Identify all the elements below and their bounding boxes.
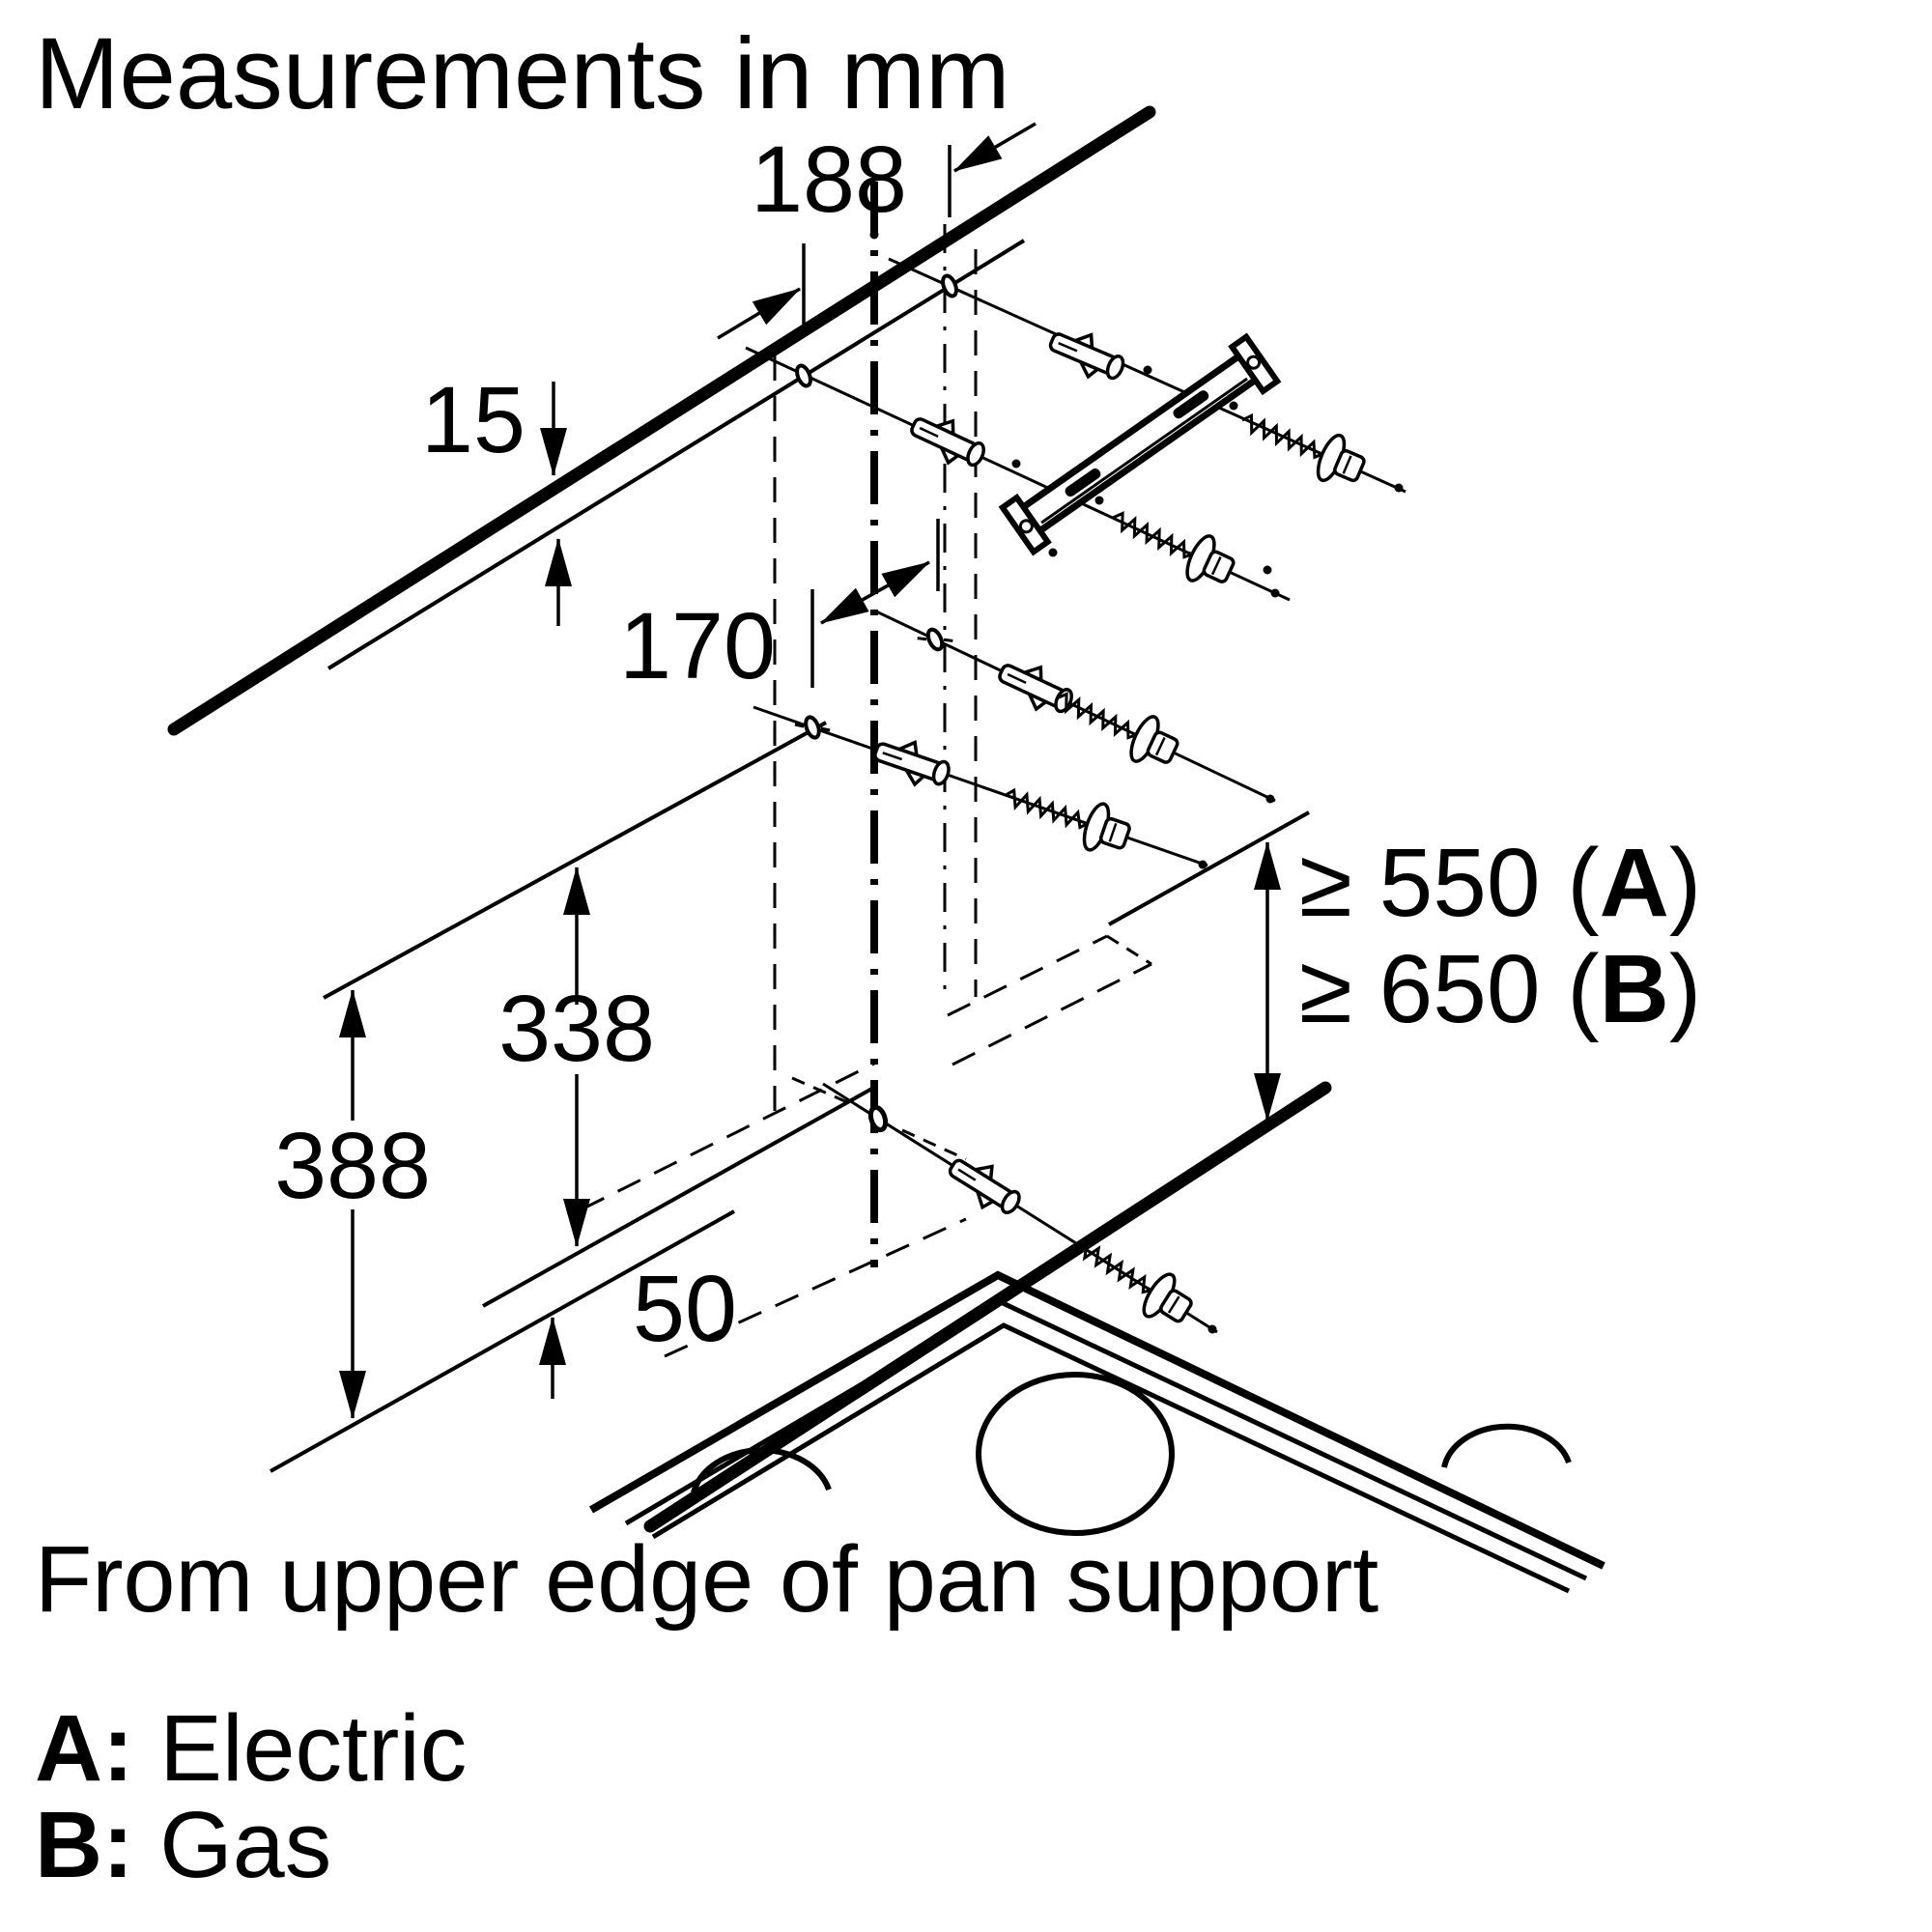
dim-15-label: 15 [421, 367, 526, 472]
legend-electric-label: Electric [133, 1695, 467, 1801]
drill-hole [795, 363, 812, 388]
dimension-15: 15 [421, 367, 572, 626]
construction-dots [869, 230, 1404, 1334]
legend-gas: B: Gas [35, 1792, 331, 1897]
dimension-338: 338 [498, 867, 655, 1247]
hood-bottom-front-line [482, 1084, 878, 1308]
dim-50-label: 50 [633, 1256, 737, 1361]
clearance-gas-label: ≥ 650 (B) [1299, 935, 1701, 1043]
clearance-gas-letter: B [1600, 935, 1669, 1043]
legend-gas-label: Gas [133, 1792, 331, 1897]
legend-electric-key: A: [35, 1695, 133, 1801]
hood-bottom-right-line [1108, 810, 1310, 926]
lower-holes-line [323, 721, 827, 1000]
dim-188-label: 188 [751, 127, 907, 232]
dimension-188: 188 [717, 122, 1037, 340]
legend-gas-key: B: [35, 1792, 133, 1897]
clearance-electric-letter: A [1600, 829, 1669, 937]
burner-ring [691, 1447, 832, 1493]
drill-hole [941, 273, 958, 298]
page-title: Measurements in mm [35, 17, 1009, 130]
burner-ring [1441, 1423, 1572, 1468]
hood-top-line [327, 239, 1026, 670]
clearance-gas-value: ≥ 650 ( [1299, 935, 1600, 1043]
clearance-dimension: ≥ 550 (A) ≥ 650 (B) [1254, 829, 1701, 1122]
pan-support-note: From upper edge of pan support [35, 1526, 1378, 1632]
reference-lines [167, 105, 1332, 1533]
dim-338-label: 338 [498, 976, 655, 1081]
drill-holes [792, 273, 958, 1133]
clearance-electric-label: ≥ 550 (A) [1299, 829, 1701, 937]
legend-electric: A: Electric [35, 1695, 467, 1801]
hob-icon [589, 1270, 1605, 1594]
wall-bottom-edge-line [643, 1081, 1332, 1533]
dimension-170: 170 [619, 519, 940, 698]
wall-top-edge-line [167, 105, 1156, 736]
burner-ring [976, 1372, 1175, 1536]
dim-388-label: 388 [274, 1113, 431, 1218]
dimension-50: 50 [539, 1256, 737, 1399]
clearance-electric-close: ) [1669, 829, 1701, 937]
drill-hole [867, 1104, 889, 1133]
hood-lower-edge-line [270, 1209, 735, 1473]
dim-170-label: 170 [619, 593, 776, 698]
clearance-gas-close: ) [1669, 935, 1701, 1043]
dimension-388: 388 [274, 989, 431, 1419]
clearance-electric-value: ≥ 550 ( [1299, 829, 1600, 937]
